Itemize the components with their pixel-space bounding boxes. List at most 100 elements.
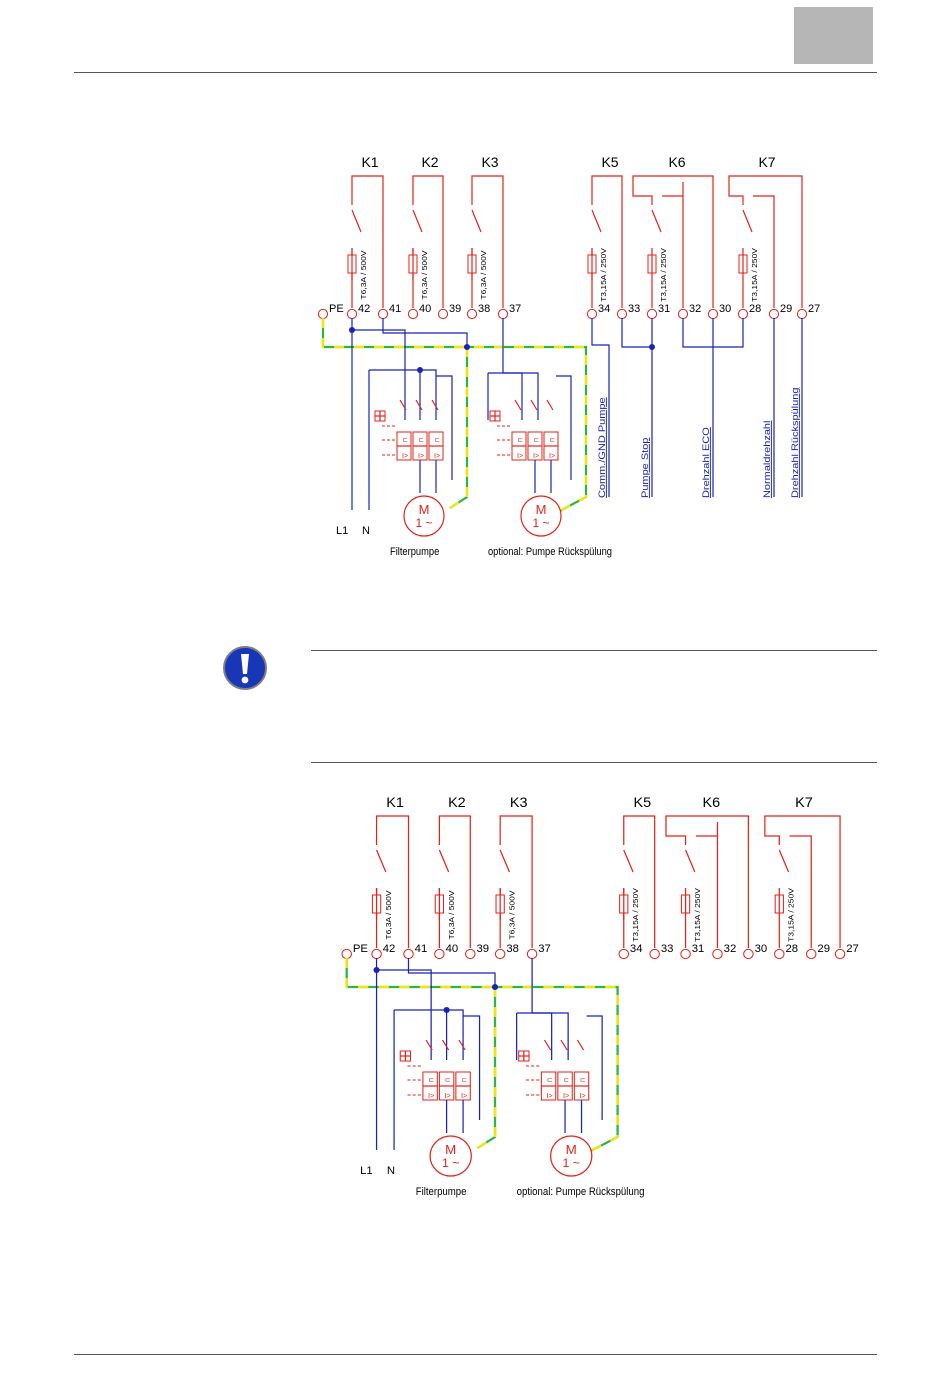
terminal: [434, 948, 445, 960]
relay-label: K3: [481, 154, 498, 170]
wire: [476, 987, 497, 1149]
terminal-label: 27: [846, 943, 859, 955]
chapter-tab: [794, 7, 873, 64]
wire: [394, 1009, 464, 1060]
junction-dot: [417, 367, 423, 373]
note-bottom-rule: [311, 762, 877, 763]
overload-mark: I>: [549, 453, 555, 460]
wire: [412, 209, 423, 233]
wire: [463, 1015, 481, 1120]
fuse-symbol: [774, 894, 784, 914]
wire: [530, 399, 538, 411]
wire: [695, 822, 719, 948]
wire: [471, 209, 482, 233]
terminal: [403, 948, 414, 960]
terminal-label: 32: [689, 303, 701, 315]
overload-mark: ᄃ: [402, 438, 408, 446]
overload-mark: ᄃ: [428, 1078, 435, 1086]
terminal: [805, 948, 817, 960]
overload-mark: ᄃ: [547, 1078, 554, 1086]
wire: [449, 347, 469, 509]
wire: [351, 209, 362, 233]
terminal-label: 28: [785, 943, 798, 955]
wire: [407, 958, 496, 987]
overload-mark: ᄃ: [563, 1078, 570, 1086]
wire: [412, 175, 444, 308]
terminal-label: 37: [509, 303, 521, 315]
terminal: [497, 308, 509, 320]
relay-label: K2: [421, 154, 438, 170]
motor-symbol: [429, 1135, 472, 1177]
wire: [586, 1015, 603, 1120]
motor-label: Filterpumpe: [390, 546, 440, 558]
terminal: [649, 948, 660, 960]
fuse-rating: T3,15A / 250V: [751, 247, 759, 302]
terminal: [341, 948, 352, 960]
overload-mark: I>: [563, 1092, 569, 1100]
terminal: [377, 308, 389, 320]
wire: [431, 399, 439, 411]
terminal: [526, 948, 538, 960]
wire: [382, 318, 468, 347]
fuse-rating: T3,15A / 250V: [787, 887, 795, 942]
wire: [441, 1039, 450, 1051]
junction-dot: [349, 327, 355, 333]
terminal: [317, 308, 329, 320]
wire: [499, 849, 511, 873]
motor-symbol-text: 1 ~: [442, 1156, 460, 1170]
terminal: [371, 948, 382, 960]
wire: [531, 958, 553, 1060]
relay-label: K5: [601, 154, 618, 170]
motor-label: optional: Pumpe Rückspülung: [488, 546, 612, 558]
wire: [623, 849, 634, 873]
signal-label: Drehzahl Rückspülung: [791, 387, 801, 498]
motor-symbol: [520, 495, 562, 537]
wire: [438, 849, 450, 873]
overload-mark: I>: [402, 453, 408, 460]
relay-label: K1: [361, 154, 378, 170]
wire: [684, 849, 696, 873]
relay-label: K3: [510, 795, 528, 811]
wire: [576, 1039, 585, 1051]
terminal: [743, 948, 754, 960]
overload-mark: I>: [579, 1092, 585, 1100]
supply-label-l1: L1: [336, 525, 348, 537]
fuse-rating: T6,3A / 500V: [385, 890, 393, 940]
terminal-label: 30: [719, 303, 731, 315]
exclamation-icon: [223, 646, 267, 690]
fuse-rating: T3,15A / 250V: [632, 887, 640, 942]
motor-symbol-text: 1 ~: [532, 516, 549, 530]
terminal-label: 34: [598, 303, 610, 315]
terminal-label: 31: [692, 943, 705, 955]
wire: [499, 815, 533, 948]
fuse-rating: T3,15A / 250V: [660, 247, 668, 302]
terminal-label: 42: [383, 943, 396, 955]
signal-label: Comm./GND Pumpe: [598, 397, 608, 498]
signal-label: Drehzahl ECO: [702, 427, 712, 498]
relay-label: K6: [702, 795, 720, 811]
fuse-symbol: [738, 254, 748, 274]
supply-label-n: N: [387, 1165, 395, 1177]
terminal: [707, 308, 719, 320]
motor-label: Filterpumpe: [416, 1186, 467, 1198]
wire: [591, 318, 610, 497]
wire: [351, 175, 384, 308]
terminal: [774, 948, 785, 960]
relay-label: K5: [633, 795, 651, 811]
fuse-rating: T6,3A / 500V: [480, 250, 488, 300]
overload-mark: ᄃ: [549, 438, 555, 446]
relay-label: K7: [795, 795, 813, 811]
terminal: [618, 948, 630, 960]
wire: [399, 399, 407, 411]
overload-mark: I>: [434, 453, 440, 460]
wire: [665, 815, 750, 948]
wire: [764, 815, 841, 948]
motor-symbol-text: M: [445, 1142, 456, 1157]
wire: [502, 318, 523, 420]
terminal-label: 29: [780, 303, 792, 315]
relay-label: K7: [758, 154, 775, 170]
terminal: [616, 308, 628, 320]
wire: [375, 815, 410, 948]
